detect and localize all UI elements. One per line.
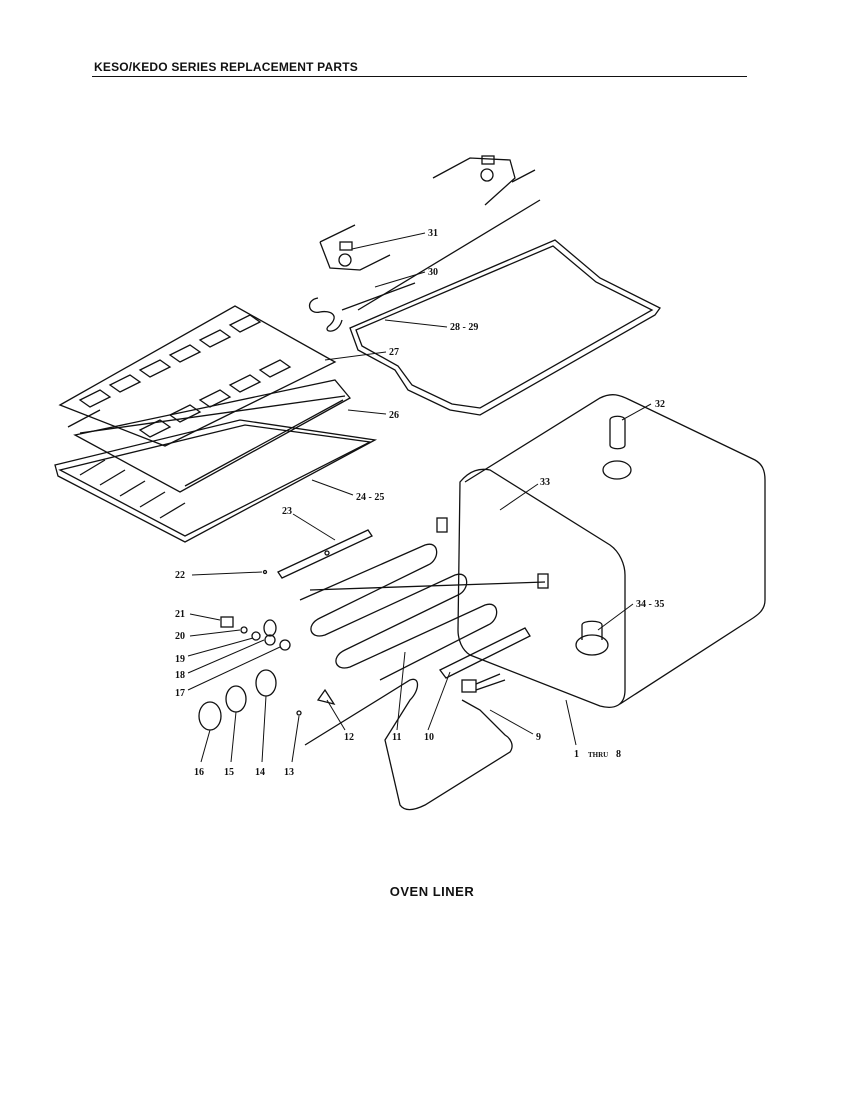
callout-23: 23 <box>282 506 292 517</box>
callout-31: 31 <box>428 228 438 239</box>
ring-14 <box>255 669 277 697</box>
screw-22 <box>262 569 268 575</box>
callout-24-25: 24 - 25 <box>356 492 384 503</box>
rod-10 <box>439 627 531 679</box>
hardware-17 <box>279 639 291 651</box>
callout-10: 10 <box>424 732 434 743</box>
callout-1-thru-8-start: 1 <box>574 749 579 760</box>
callout-28-29: 28 - 29 <box>450 322 478 333</box>
callout-14: 14 <box>255 767 265 778</box>
callout-18: 18 <box>175 670 185 681</box>
bake-element-9 <box>304 673 513 811</box>
callout-1-thru-8-thru: THRU <box>588 751 608 759</box>
callout-19: 19 <box>175 654 185 665</box>
screw-13 <box>296 710 302 716</box>
ring-15 <box>225 685 247 713</box>
sensing-bulb-30 <box>308 282 416 332</box>
callout-32: 32 <box>655 399 665 410</box>
hardware-18 <box>263 619 277 646</box>
callout-15: 15 <box>224 767 234 778</box>
callout-9: 9 <box>536 732 541 743</box>
oven-frame-28-29 <box>349 239 661 416</box>
callout-11: 11 <box>392 732 401 743</box>
callout-1-thru-8-end: 8 <box>616 749 621 760</box>
ring-16 <box>198 701 222 731</box>
callout-17: 17 <box>175 688 185 699</box>
callout-12: 12 <box>344 732 354 743</box>
oven-rack-24-25 <box>54 419 378 543</box>
diagram-caption: OVEN LINER <box>389 884 475 899</box>
bracket-23 <box>277 529 373 579</box>
vented-panel-27 <box>58 305 337 447</box>
hardware-21 <box>220 616 234 628</box>
hardware-20 <box>240 626 248 634</box>
rack-support-31 <box>319 224 391 271</box>
rod-wire <box>357 199 541 311</box>
callout-26: 26 <box>389 410 399 421</box>
upper-rack-support-wire <box>432 155 536 206</box>
hardware-19 <box>251 631 261 641</box>
broil-element-11 <box>299 517 549 681</box>
callout-34-35: 34 - 35 <box>636 599 664 610</box>
bracket-12 <box>316 688 336 706</box>
callout-21: 21 <box>175 609 185 620</box>
oven-liner-box <box>457 394 766 708</box>
callout-30: 30 <box>428 267 438 278</box>
callout-22: 22 <box>175 570 185 581</box>
callout-16: 16 <box>194 767 204 778</box>
panel-26 <box>67 379 352 493</box>
page-header-title: KESO/KEDO SERIES REPLACEMENT PARTS <box>94 60 358 74</box>
callout-33: 33 <box>540 477 550 488</box>
callout-20: 20 <box>175 631 185 642</box>
leader-lines <box>187 232 652 763</box>
callout-27: 27 <box>389 347 399 358</box>
callout-13: 13 <box>284 767 294 778</box>
header-rule <box>92 76 747 77</box>
